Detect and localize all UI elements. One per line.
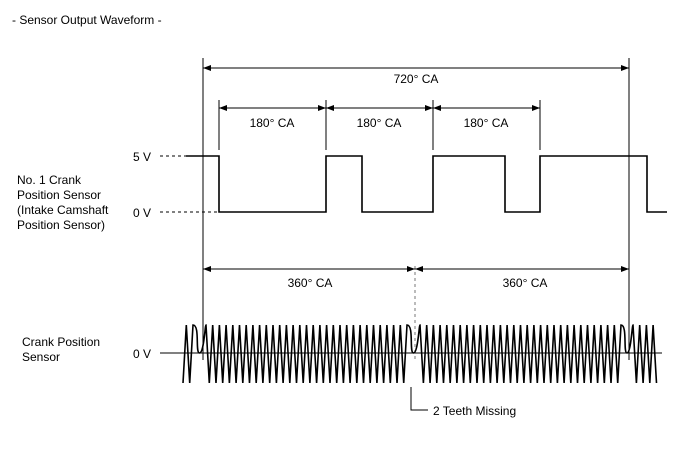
cam-sensor-label: No. 1 Crank Position Sensor (Intake Cams…	[17, 173, 109, 232]
span-720-dimension: 720° CA	[203, 65, 629, 86]
span-720-label: 720° CA	[394, 72, 439, 86]
cam-low-level-label: 0 V	[133, 206, 151, 220]
span-180-label-2: 180° CA	[357, 116, 402, 130]
cam-sensor-label-line4: Position Sensor)	[17, 218, 105, 232]
crank-sensor-label-line2: Sensor	[22, 350, 60, 364]
span-180-label-3: 180° CA	[464, 116, 509, 130]
crank-sensor-waveform	[182, 324, 658, 384]
missing-teeth-leader	[410, 387, 428, 411]
missing-teeth-label: 2 Teeth Missing	[433, 404, 516, 418]
cam-sensor-label-line2: Position Sensor	[17, 188, 101, 202]
crank-sensor-label: Crank Position Sensor	[22, 335, 100, 364]
diagram-title: - Sensor Output Waveform -	[12, 13, 162, 27]
span-180-label-1: 180° CA	[250, 116, 295, 130]
crank-zero-level-label: 0 V	[133, 347, 151, 361]
cam-sensor-label-line3: (Intake Camshaft	[17, 203, 109, 217]
cam-sensor-label-line1: No. 1 Crank	[17, 173, 82, 187]
span-180-dimensions: 180° CA 180° CA 180° CA	[218, 100, 541, 150]
span-360-dimensions: 360° CA 360° CA	[203, 266, 629, 290]
span-360-label-2: 360° CA	[503, 276, 548, 290]
crank-waveform-path	[182, 324, 658, 384]
cam-sensor-waveform	[186, 155, 667, 213]
span-360-label-1: 360° CA	[288, 276, 333, 290]
crank-sensor-label-line1: Crank Position	[22, 335, 100, 349]
cam-high-level-label: 5 V	[133, 150, 151, 164]
